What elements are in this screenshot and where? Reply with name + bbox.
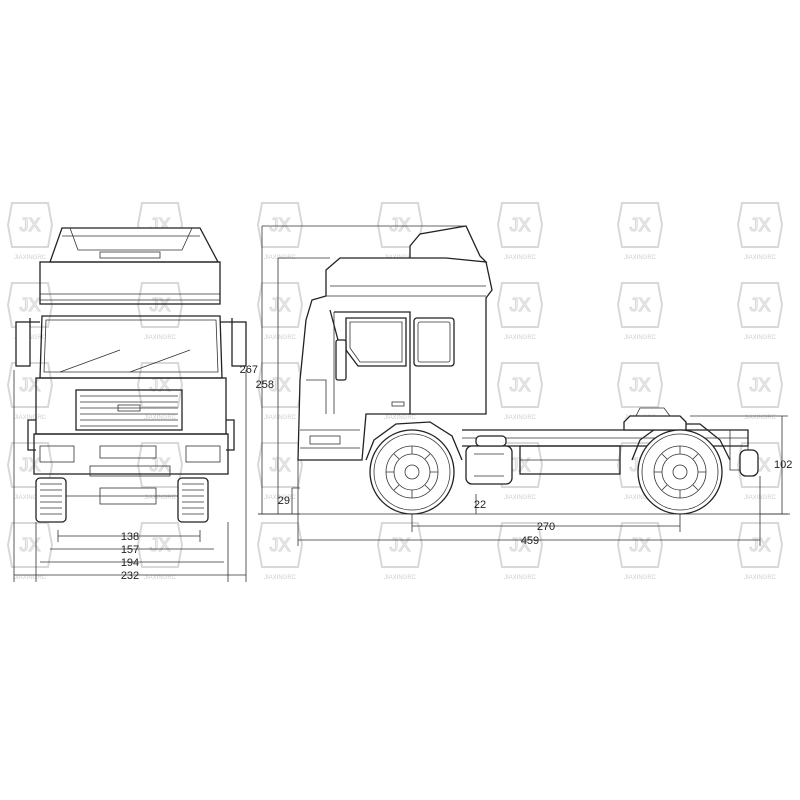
front-dim-194: 194 (121, 557, 139, 569)
side-dim-cab-height: 258 (256, 379, 274, 391)
svg-text:JIAXINGRC: JIAXINGRC (14, 255, 47, 261)
watermark-logo: JX JIAXINGRC (736, 282, 784, 341)
watermark-logo: JX JIAXINGRC (6, 202, 54, 261)
svg-text:JIAXINGRC: JIAXINGRC (744, 575, 777, 581)
svg-text:JIAXINGRC: JIAXINGRC (504, 415, 537, 421)
svg-text:JIAXINGRC: JIAXINGRC (744, 335, 777, 341)
watermark-logo: JX JIAXINGRC (496, 202, 544, 261)
side-dim-overall-length: 459 (521, 535, 539, 547)
svg-text:JIAXINGRC: JIAXINGRC (14, 415, 47, 421)
svg-text:JX: JX (149, 295, 170, 315)
svg-text:JX: JX (749, 215, 770, 235)
svg-text:JIAXINGRC: JIAXINGRC (264, 575, 297, 581)
svg-text:JIAXINGRC: JIAXINGRC (264, 415, 297, 421)
watermark-logo: JX JIAXINGRC (736, 202, 784, 261)
svg-text:JX: JX (509, 375, 530, 395)
svg-text:JX: JX (629, 295, 650, 315)
watermark-logo: JX JIAXINGRC (616, 202, 664, 261)
front-dim-138: 138 (121, 531, 139, 543)
svg-text:JIAXINGRC: JIAXINGRC (144, 335, 177, 341)
watermark-logo: JX JIAXINGRC (136, 442, 184, 501)
watermark-logo: JX JIAXINGRC (616, 282, 664, 341)
rear-wheel (637, 429, 723, 515)
svg-text:JX: JX (629, 535, 650, 555)
watermark-logo: JX JIAXINGRC (736, 362, 784, 421)
side-dim-wheelbase: 270 (537, 521, 555, 533)
watermark-logo: JX JIAXINGRC (136, 522, 184, 581)
side-dim-overall-height: 267 (240, 364, 258, 376)
side-dim-ground-clearance: 29 (278, 495, 290, 507)
watermark-logo: JX JIAXINGRC (256, 282, 304, 341)
watermark-logo: JX JIAXINGRC (136, 282, 184, 341)
svg-text:JX: JX (509, 295, 530, 315)
front-wheel (369, 429, 455, 515)
svg-text:JX: JX (19, 215, 40, 235)
front-dim-232: 232 (121, 570, 139, 582)
watermark-logo: JX JIAXINGRC (496, 282, 544, 341)
svg-text:JX: JX (269, 215, 290, 235)
svg-text:JIAXINGRC: JIAXINGRC (504, 255, 537, 261)
svg-text:JIAXINGRC: JIAXINGRC (504, 495, 537, 501)
svg-text:JIAXINGRC: JIAXINGRC (744, 415, 777, 421)
svg-text:JX: JX (389, 535, 410, 555)
watermark-logo: JX JIAXINGRC (256, 362, 304, 421)
svg-text:JIAXINGRC: JIAXINGRC (624, 255, 657, 261)
svg-text:JIAXINGRC: JIAXINGRC (624, 495, 657, 501)
svg-text:JIAXINGRC: JIAXINGRC (14, 575, 47, 581)
front-view (15, 227, 247, 523)
svg-text:JIAXINGRC: JIAXINGRC (14, 495, 47, 501)
svg-text:JX: JX (19, 295, 40, 315)
svg-text:JX: JX (19, 535, 40, 555)
svg-text:JIAXINGRC: JIAXINGRC (264, 335, 297, 341)
svg-text:JIAXINGRC: JIAXINGRC (624, 335, 657, 341)
watermark-logo: JX JIAXINGRC (256, 442, 304, 501)
side-dim-fifth-wheel-height: 102 (774, 459, 792, 471)
svg-text:JX: JX (629, 215, 650, 235)
watermark-logo: JX JIAXINGRC (256, 522, 304, 581)
front-dimensions: 138 157 194 232 (13, 370, 247, 582)
svg-text:JX: JX (149, 535, 170, 555)
svg-text:JX: JX (509, 215, 530, 235)
front-dim-157: 157 (121, 544, 139, 556)
svg-text:JIAXINGRC: JIAXINGRC (504, 335, 537, 341)
svg-text:JIAXINGRC: JIAXINGRC (144, 415, 177, 421)
side-view (297, 225, 759, 515)
svg-text:JX: JX (269, 535, 290, 555)
svg-text:JIAXINGRC: JIAXINGRC (744, 255, 777, 261)
svg-text:JIAXINGRC: JIAXINGRC (384, 575, 417, 581)
svg-text:JX: JX (269, 295, 290, 315)
side-dim-fuel-tank-clearance: 22 (474, 499, 486, 511)
svg-text:JIAXINGRC: JIAXINGRC (144, 495, 177, 501)
svg-text:JX: JX (19, 455, 40, 475)
side-dimensions: 267 258 29 22 102 270 459 (240, 225, 792, 547)
watermark-logo: JX JIAXINGRC (616, 522, 664, 581)
svg-text:JX: JX (269, 455, 290, 475)
svg-text:JIAXINGRC: JIAXINGRC (144, 575, 177, 581)
svg-text:JIAXINGRC: JIAXINGRC (264, 495, 297, 501)
svg-text:JX: JX (269, 375, 290, 395)
svg-text:JIAXINGRC: JIAXINGRC (504, 575, 537, 581)
svg-text:JX: JX (629, 375, 650, 395)
watermark-logo: JX JIAXINGRC (496, 362, 544, 421)
svg-text:JX: JX (389, 215, 410, 235)
svg-text:JX: JX (749, 375, 770, 395)
svg-text:JIAXINGRC: JIAXINGRC (384, 415, 417, 421)
svg-text:JIAXINGRC: JIAXINGRC (624, 575, 657, 581)
svg-text:JX: JX (749, 295, 770, 315)
watermark-logo: JX JIAXINGRC (376, 522, 424, 581)
watermark-logo: JX JIAXINGRC (6, 522, 54, 581)
svg-text:JX: JX (149, 455, 170, 475)
